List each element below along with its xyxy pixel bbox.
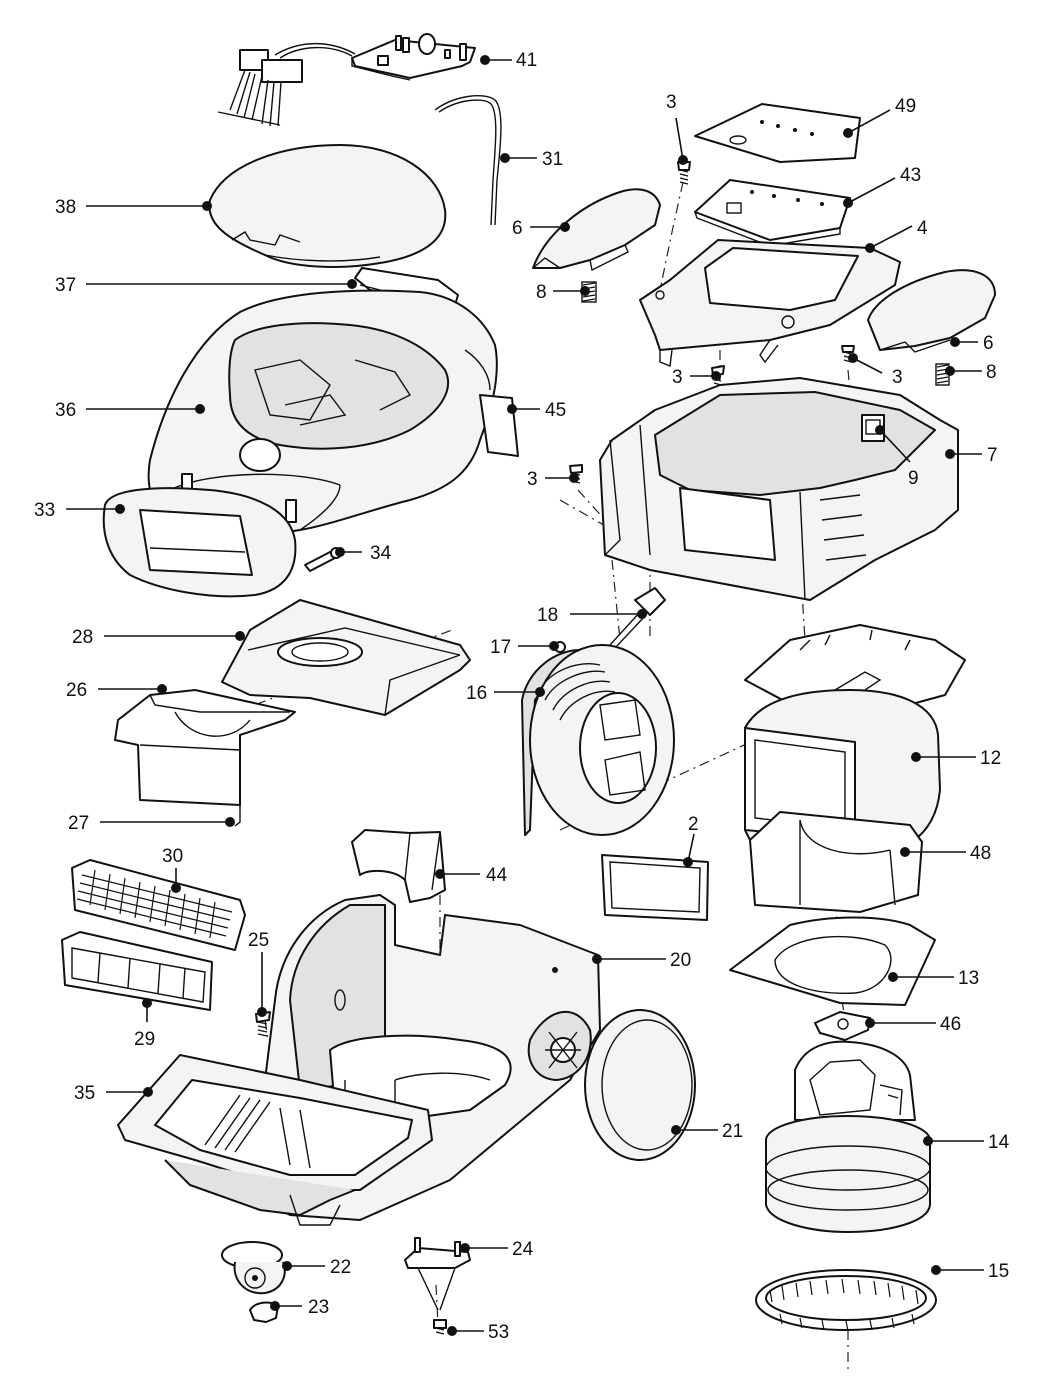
callout-4: 4 <box>917 218 928 239</box>
part-30-grille <box>71 859 246 951</box>
callout-14: 14 <box>988 1132 1010 1153</box>
callout-layer: 41 31 38 37 36 45 33 34 3 49 43 6 <box>34 50 1010 1343</box>
part-14-motor <box>765 1040 931 1233</box>
callout-28: 28 <box>72 627 93 648</box>
part-27-pin <box>234 792 241 827</box>
callout-3-right: 3 <box>892 367 903 388</box>
part-22-caster <box>221 1241 286 1295</box>
callout-35: 35 <box>74 1083 95 1104</box>
callout-21: 21 <box>722 1121 743 1142</box>
part-15-ring <box>755 1269 937 1332</box>
part-35-bottom-tray <box>117 1054 433 1226</box>
callout-48: 48 <box>970 843 991 864</box>
callout-29: 29 <box>134 1029 155 1050</box>
callout-33: 33 <box>34 500 55 521</box>
callout-16: 16 <box>466 683 487 704</box>
callout-17: 17 <box>490 637 511 658</box>
callout-12: 12 <box>980 748 1001 769</box>
part-48-shroud <box>749 811 923 913</box>
callout-34: 34 <box>370 543 392 564</box>
callout-22: 22 <box>330 1257 351 1278</box>
callout-38: 38 <box>55 197 76 218</box>
part-46-motor-cap <box>814 1011 871 1041</box>
part-2-filter <box>601 854 709 921</box>
callout-8-left: 8 <box>536 282 547 303</box>
part-38-top-cover <box>208 144 447 268</box>
part-13-gasket <box>729 916 936 1006</box>
callout-43: 43 <box>900 165 921 186</box>
part-6-left-duct <box>532 188 661 272</box>
part-7-housing-body <box>599 377 959 601</box>
callout-2: 2 <box>688 814 699 835</box>
part-43-cover-plate <box>694 179 851 247</box>
callout-6-right: 6 <box>983 333 994 354</box>
callout-9: 9 <box>908 468 919 489</box>
callout-44: 44 <box>486 865 508 886</box>
callout-45: 45 <box>545 400 566 421</box>
callout-23: 23 <box>308 1297 329 1318</box>
part-41-circuit-board <box>217 33 476 127</box>
part-33-front-grille <box>102 487 297 598</box>
part-36-upper-housing <box>147 289 498 535</box>
callout-3-mid: 3 <box>672 367 683 388</box>
part-31-cable <box>434 95 502 226</box>
part-4-top-frame <box>639 239 901 367</box>
callout-24: 24 <box>512 1239 534 1260</box>
callout-7: 7 <box>987 445 998 466</box>
callout-49: 49 <box>895 96 916 117</box>
callout-27: 27 <box>68 813 89 834</box>
part-28-bag-tray <box>221 599 471 716</box>
callout-30: 30 <box>162 846 183 867</box>
callout-46: 46 <box>940 1014 961 1035</box>
callout-3-low: 3 <box>527 469 538 490</box>
callout-6-left: 6 <box>512 218 523 239</box>
callout-3-top: 3 <box>666 92 677 113</box>
callout-15: 15 <box>988 1261 1009 1282</box>
callout-37: 37 <box>55 275 76 296</box>
part-53-screw <box>433 1319 447 1335</box>
part-44-bracket <box>351 829 446 903</box>
part-29-filter-grille <box>61 931 213 1011</box>
callout-53: 53 <box>488 1322 509 1343</box>
part-26-holder-frame <box>114 689 296 806</box>
part-49-label-plate <box>694 103 861 163</box>
callout-18: 18 <box>537 605 558 626</box>
callout-8-right: 8 <box>986 362 997 383</box>
part-24-clip <box>404 1237 471 1311</box>
part-21-wheel <box>584 1009 696 1161</box>
callout-13: 13 <box>958 968 979 989</box>
callout-26: 26 <box>66 680 87 701</box>
callout-20: 20 <box>670 950 691 971</box>
part-20-base-chassis <box>239 894 601 1221</box>
callout-31: 31 <box>542 149 563 170</box>
part-16-cord-reel <box>521 644 675 836</box>
callout-25: 25 <box>248 930 269 951</box>
callout-36: 36 <box>55 400 76 421</box>
callout-41: 41 <box>516 50 537 71</box>
part-6-right-duct <box>867 269 996 353</box>
